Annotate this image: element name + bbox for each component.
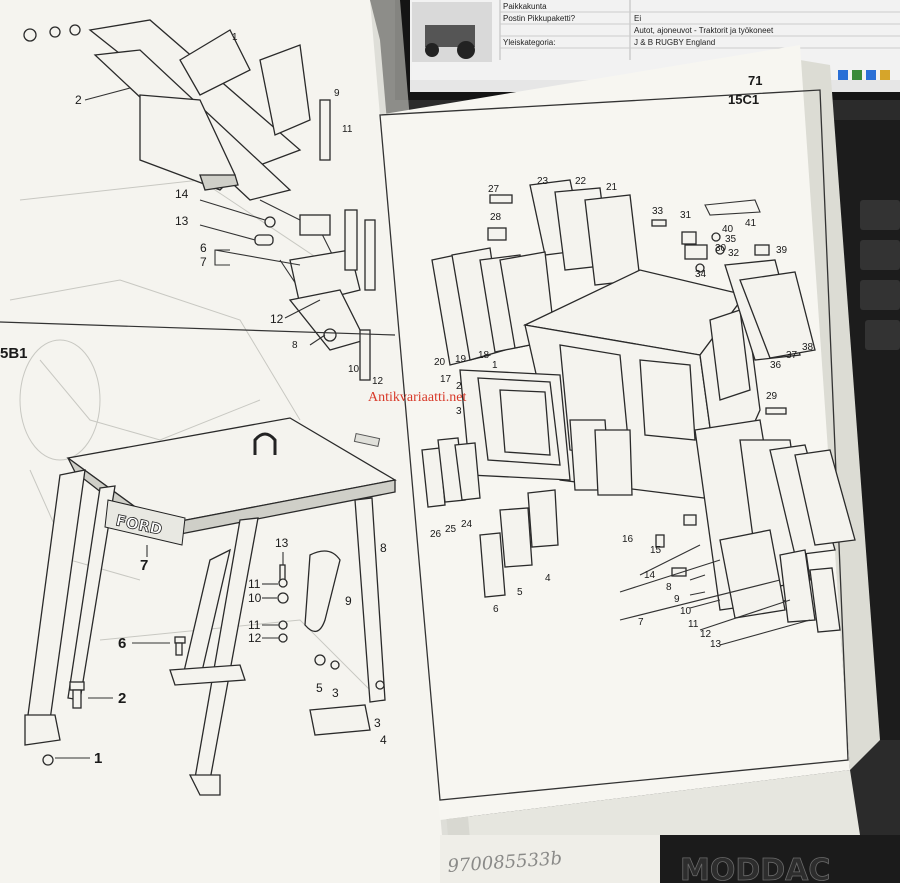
top-left-diagram: 2 1 9 11 14 13 6 7 12 8 10 12: [23, 19, 384, 387]
right-page-border: [379, 89, 849, 801]
rc-37: 37: [786, 350, 798, 361]
rc-17: 17: [440, 374, 452, 385]
taskbar-icons: [838, 70, 890, 80]
rc-4: 4: [545, 573, 551, 584]
rc-30: 30: [715, 243, 727, 254]
keyboard-bottom: [660, 835, 900, 883]
rc-26: 26: [430, 529, 442, 540]
rc-7: 7: [638, 617, 644, 628]
rc-3: 3: [456, 406, 462, 417]
right-section-label: 15C1: [728, 92, 759, 107]
rc-13: 13: [710, 639, 722, 650]
callout-top-11: 11: [342, 124, 353, 135]
rc-40: 40: [722, 224, 734, 235]
rc-6: 6: [493, 604, 499, 615]
monitor-row-3-label: Yleiskategoria:: [503, 38, 555, 47]
bolt-icons: [23, 24, 81, 42]
rc-1: 1: [492, 360, 498, 371]
rc-20: 20: [434, 357, 446, 368]
rc-32: 32: [728, 248, 740, 259]
canopy-diagram: FORD 7 8 13 11 10 9 11 12 6 2: [24, 417, 397, 796]
callout-canopy-8: 8: [380, 541, 387, 555]
rc-23: 23: [537, 176, 549, 187]
callout-13: 13: [275, 536, 289, 550]
callout-top-14: 14: [175, 187, 189, 201]
rc-34: 34: [695, 269, 707, 280]
left-section-label: 5B1: [0, 345, 28, 362]
rc-39: 39: [776, 245, 788, 256]
rc-31: 31: [680, 210, 692, 221]
rc-12: 12: [700, 629, 712, 640]
rc-9: 9: [674, 594, 680, 605]
callout-12: 12: [248, 631, 262, 645]
tractor-thumbnail-icon: [425, 25, 475, 59]
rc-11: 11: [688, 619, 699, 630]
callout-5: 5: [316, 681, 323, 695]
rc-5: 5: [517, 587, 523, 598]
callout-top-12: 12: [270, 312, 284, 326]
callout-top-13: 13: [175, 214, 189, 228]
monitor: Paikkakunta Postin Pikkupaketti? Ei Auto…: [395, 0, 900, 100]
rc-8: 8: [666, 582, 672, 593]
rc-10: 10: [680, 606, 692, 617]
rc-29: 29: [766, 391, 778, 402]
page-stack: [800, 60, 880, 770]
ford-emblem: FORD: [104, 499, 186, 546]
rc-15: 15: [650, 545, 662, 556]
callout-top-6: 6: [200, 241, 207, 255]
callout-9: 9: [345, 594, 352, 608]
monitor-row-1-label: Postin Pikkupaketti?: [503, 14, 576, 23]
rc-16: 16: [622, 534, 634, 545]
right-page-number: 71: [748, 73, 762, 88]
rc-25: 25: [445, 524, 457, 535]
watermark-text: Antikvariaatti.net: [368, 390, 466, 405]
rc-36: 36: [770, 360, 782, 371]
monitor-row-4-value: J & B RUGBY England: [634, 38, 715, 47]
rc-14: 14: [644, 570, 656, 581]
rc-27: 27: [488, 184, 500, 195]
monitor-row-2-value: Autot, ajoneuvot - Traktorit ja työkonee…: [634, 26, 774, 35]
callout-2: 2: [118, 690, 126, 707]
callout-3b: 3: [374, 716, 381, 730]
callout-1: 1: [94, 750, 102, 767]
callout-top-7: 7: [200, 255, 207, 269]
monitor-row-1-value: Ei: [634, 14, 641, 23]
callout-top-12b: 12: [372, 376, 384, 387]
callout-top-1: 1: [232, 32, 238, 43]
callout-4: 4: [380, 733, 387, 747]
monitor-row-0-label: Paikkakunta: [503, 2, 547, 11]
rc-28: 28: [490, 212, 502, 223]
callout-11b: 11: [248, 618, 261, 632]
keyboard-brand-text: MODDAC: [680, 853, 830, 883]
keyboard-keys: [860, 200, 900, 350]
right-callouts: 27 23 22 21 28 33 31 40 41 35 30 34 32 3…: [430, 176, 814, 650]
rc-35: 35: [725, 234, 737, 245]
rc-18: 18: [478, 350, 490, 361]
rc-41: 41: [745, 218, 757, 229]
rc-24: 24: [461, 519, 473, 530]
lifting-eye-icon: [253, 432, 277, 455]
callout-6: 6: [118, 635, 126, 652]
rc-21: 21: [606, 182, 618, 193]
section-divider: [0, 321, 396, 336]
rc-38: 38: [802, 342, 814, 353]
callout-top-9: 9: [334, 88, 340, 99]
callout-3a: 3: [332, 686, 339, 700]
rc-22: 22: [575, 176, 587, 187]
rc-33: 33: [652, 206, 664, 217]
cab-diagram: [421, 179, 856, 646]
callout-canopy-7: 7: [140, 557, 148, 574]
rc-2: 2: [456, 381, 462, 392]
callout-top-10: 10: [348, 364, 360, 375]
callout-top-2: 2: [75, 93, 82, 107]
callout-top-8: 8: [292, 340, 298, 351]
callout-10: 10: [248, 591, 262, 605]
callout-11a: 11: [248, 577, 261, 591]
rc-19: 19: [455, 354, 467, 365]
